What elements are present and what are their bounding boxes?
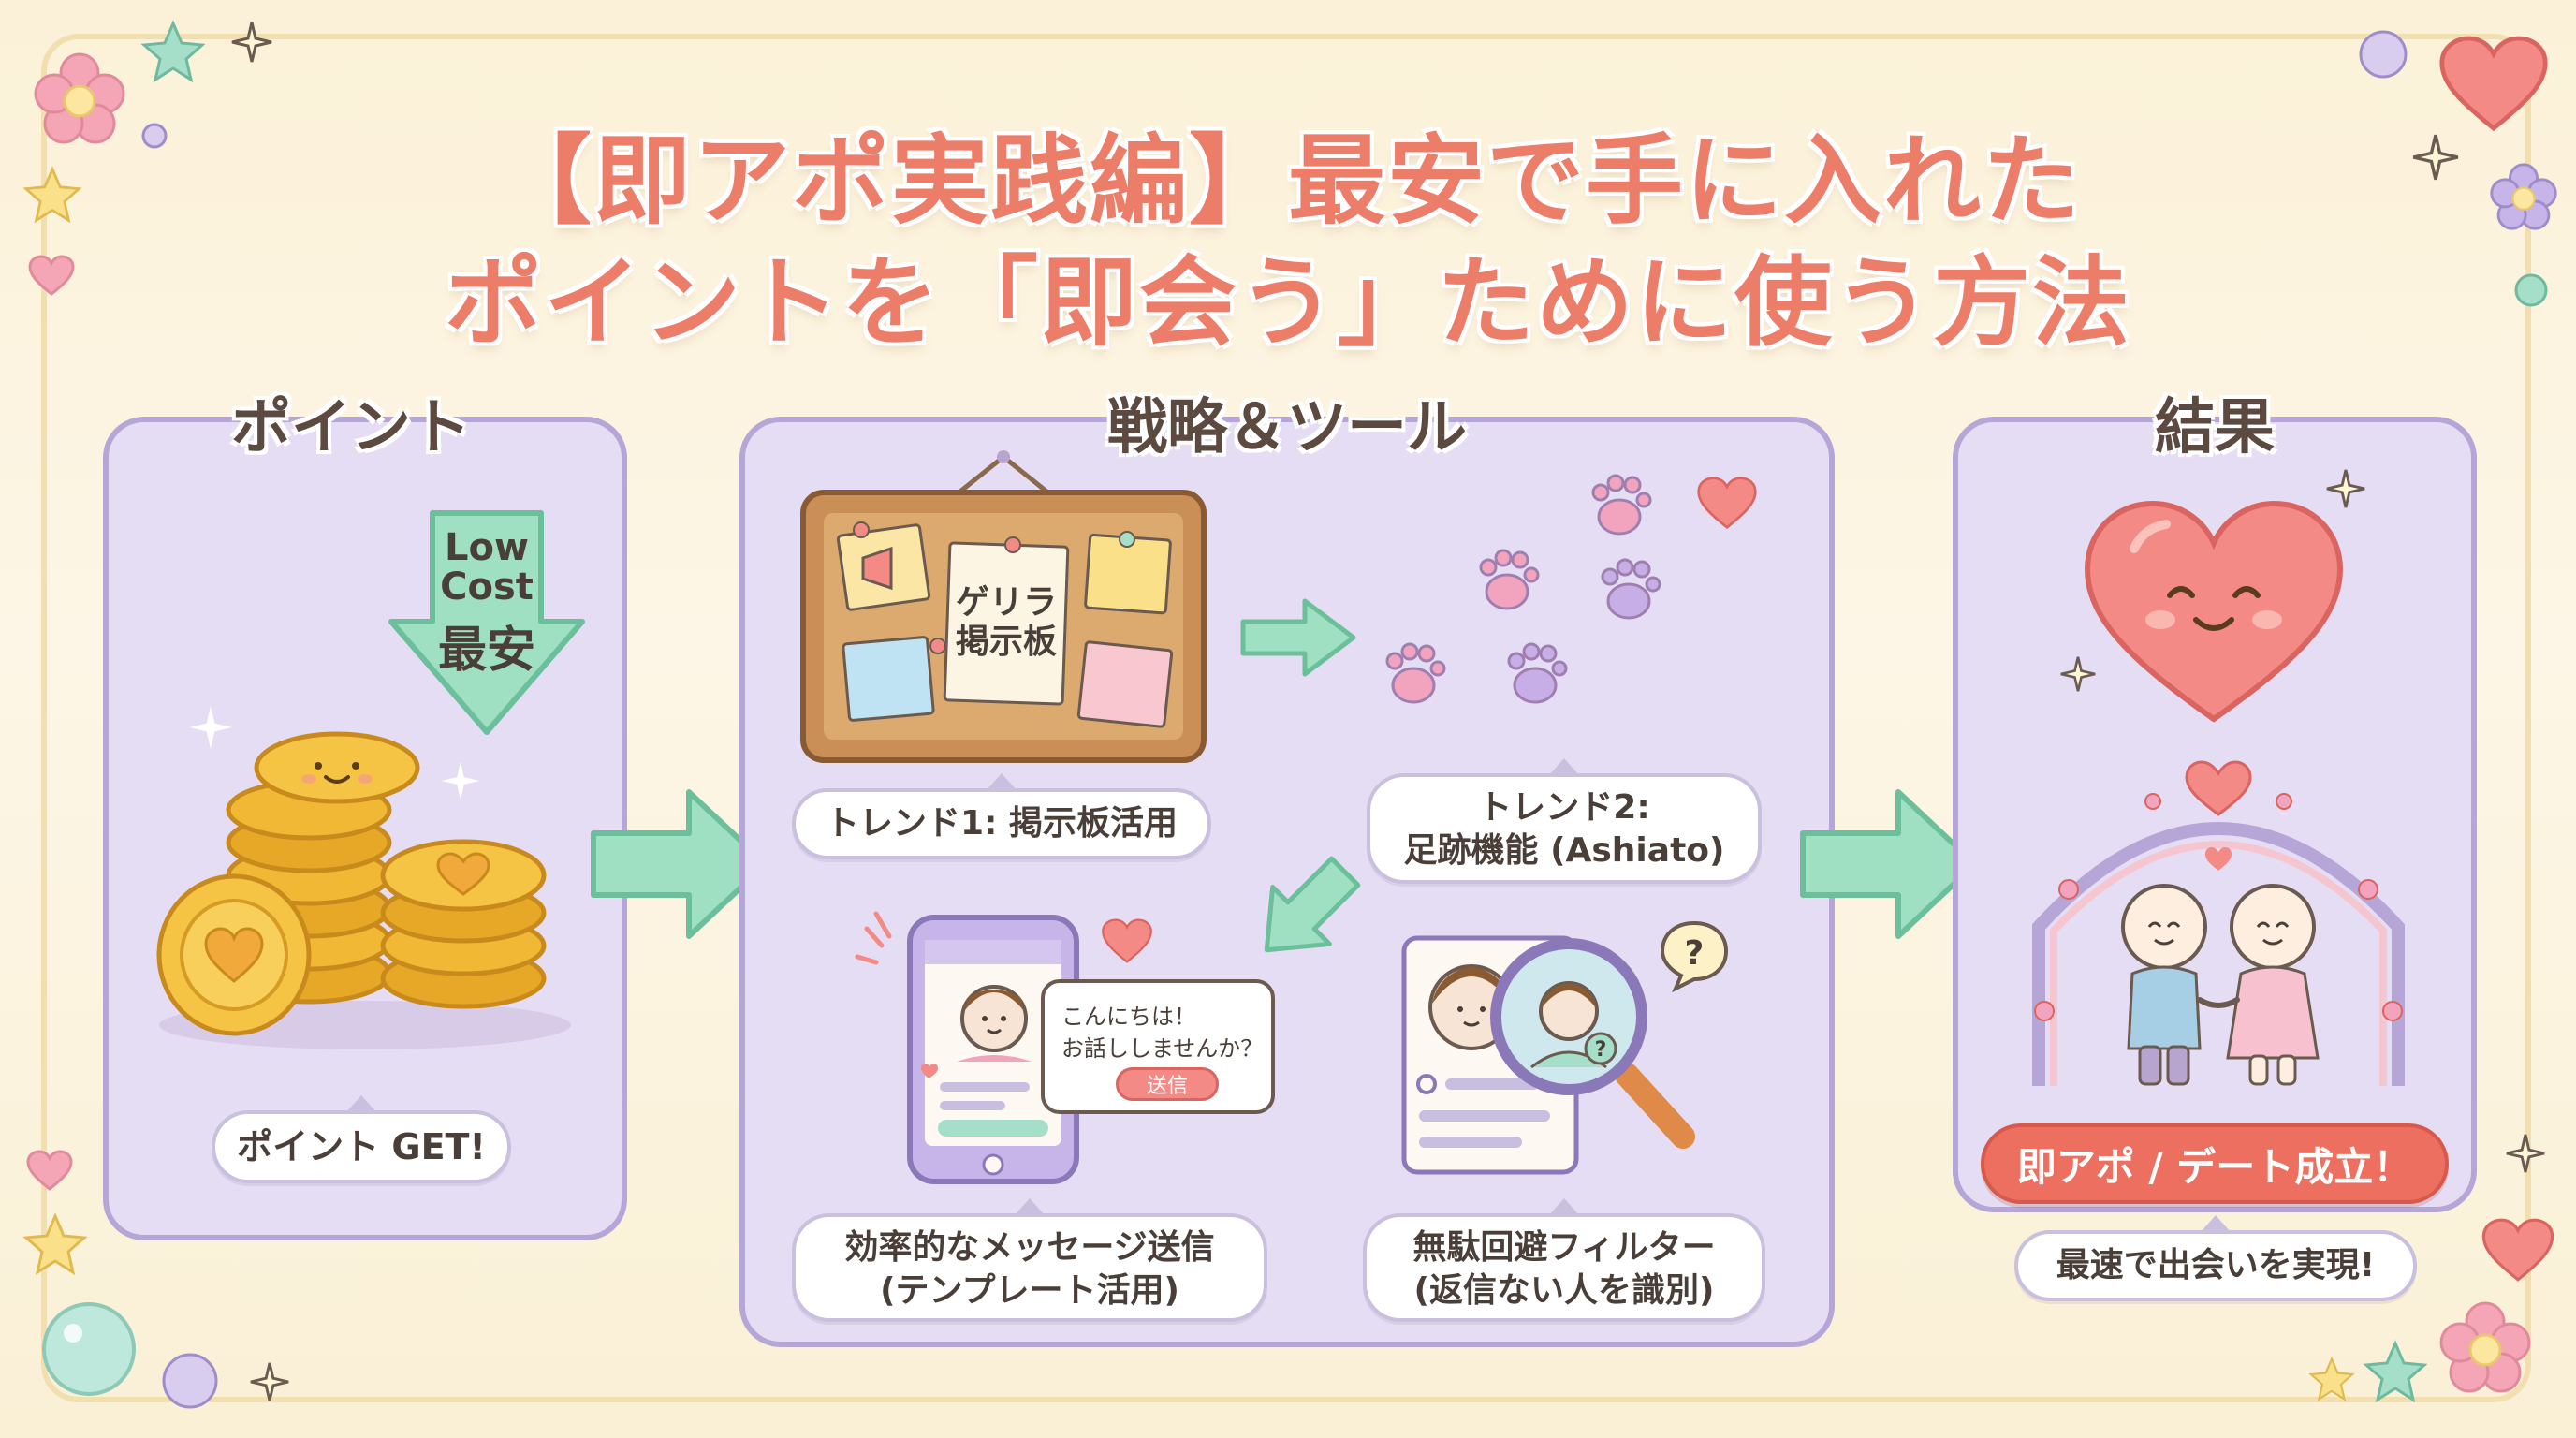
filter-caption-line2: (返信ない人を識別) xyxy=(1413,1271,1715,1310)
low-cost-down-arrow xyxy=(388,510,585,735)
question-bubble-icon: ? xyxy=(1660,920,1729,992)
sparkle-icon xyxy=(189,706,232,749)
smartphone-icon xyxy=(855,911,1079,1184)
efficient-messaging-line2: (テンプレート活用) xyxy=(880,1271,1179,1310)
result-heading: 結果 xyxy=(2155,393,2275,462)
trend1-caption: トレンド1: 掲示板活用 xyxy=(792,773,1211,859)
star-icon xyxy=(2308,1356,2355,1401)
trend2-caption-line1: トレンド2: xyxy=(1478,788,1650,827)
profile-magnifier-icon: ? xyxy=(1401,935,1695,1175)
efficient-messaging-caption: 効率的なメッセージ送信 (テンプレート活用) xyxy=(792,1198,1267,1322)
trend2-caption: トレンド2: 足跡機能 (Ashiato) xyxy=(1367,758,1762,884)
trend2-caption-line2: 足跡機能 (Ashiato) xyxy=(1403,831,1725,870)
sparkle-icon xyxy=(2412,134,2459,181)
svg-text:?: ? xyxy=(1685,934,1705,973)
sparkle-icon xyxy=(2326,469,2365,508)
couple-arch-icon xyxy=(2032,760,2405,1086)
title-line-1: 【即アポ実践編】最安で手に入れた xyxy=(493,124,2082,238)
heart-icon xyxy=(28,255,75,296)
sparkle-icon xyxy=(250,1362,289,1401)
result-caption: 最速で出会いを実現! xyxy=(2014,1215,2417,1301)
low-cost-label-line2: Cost xyxy=(440,565,534,609)
heart-icon xyxy=(1102,918,1152,963)
flower-icon xyxy=(2490,163,2557,230)
star-icon xyxy=(22,166,82,224)
sparkle-icon xyxy=(2060,656,2096,692)
coin-stack-icon xyxy=(156,731,571,1049)
filter-caption: 無駄回避フィルター (返信ない人を識別) xyxy=(1363,1198,1765,1322)
message-bubble: こんにちは！ お話ししませんか？ 送信 xyxy=(1041,979,1275,1114)
efficient-messaging-line1: 効率的なメッセージ送信 xyxy=(844,1228,1215,1267)
bubble-icon xyxy=(2359,30,2408,79)
star-icon xyxy=(22,1212,88,1276)
smiling-heart-icon xyxy=(2084,500,2344,723)
page-frame xyxy=(41,34,2531,1402)
heart-icon xyxy=(2481,1218,2554,1282)
guerrilla-board-label-line1: ゲリラ xyxy=(955,583,1057,622)
sparkle-icon xyxy=(231,22,272,63)
flow-arrow-down-left xyxy=(1264,856,1361,953)
heart-icon xyxy=(1697,477,1757,530)
strategy-heading: 戦略＆ツール xyxy=(1107,393,1467,462)
star-icon xyxy=(2363,1340,2428,1403)
bubble-icon xyxy=(162,1353,218,1409)
flow-arrow-right xyxy=(1800,789,1978,939)
star-icon xyxy=(140,20,206,83)
bubble-icon xyxy=(42,1302,136,1396)
points-heading: ポイント xyxy=(231,393,471,462)
result-badge: 即アポ / デート成立！ xyxy=(1981,1123,2449,1204)
paw-prints-icon xyxy=(1385,474,1661,704)
bubble-icon xyxy=(141,123,168,149)
message-line-1: こんにちは！ xyxy=(1061,1004,1196,1030)
guerrilla-board-label-line2: 掲示板 xyxy=(955,623,1057,661)
message-line-2: お話ししませんか？ xyxy=(1061,1035,1264,1062)
heart-icon xyxy=(26,1150,73,1191)
cheapest-label: 最安 xyxy=(437,623,535,679)
bulletin-board-icon xyxy=(800,450,1207,763)
flower-icon xyxy=(34,52,125,144)
sparkle-icon xyxy=(2506,1134,2545,1173)
heart-icon xyxy=(2439,36,2548,132)
send-button[interactable]: 送信 xyxy=(1116,1067,1219,1101)
filter-caption-line1: 無駄回避フィルター xyxy=(1412,1228,1716,1267)
flower-icon xyxy=(2439,1301,2531,1393)
flow-arrow-right-small xyxy=(1240,598,1356,677)
title-line-2: ポイントを「即会う」ために使う方法 xyxy=(444,245,2131,360)
flow-arrow-right xyxy=(591,789,768,939)
low-cost-label-line1: Low xyxy=(445,526,529,569)
bubble-icon xyxy=(2514,273,2548,307)
sparkle-icon xyxy=(441,761,480,800)
points-get-caption: ポイント GET! xyxy=(212,1095,511,1183)
svg-text:?: ? xyxy=(1595,1038,1607,1062)
